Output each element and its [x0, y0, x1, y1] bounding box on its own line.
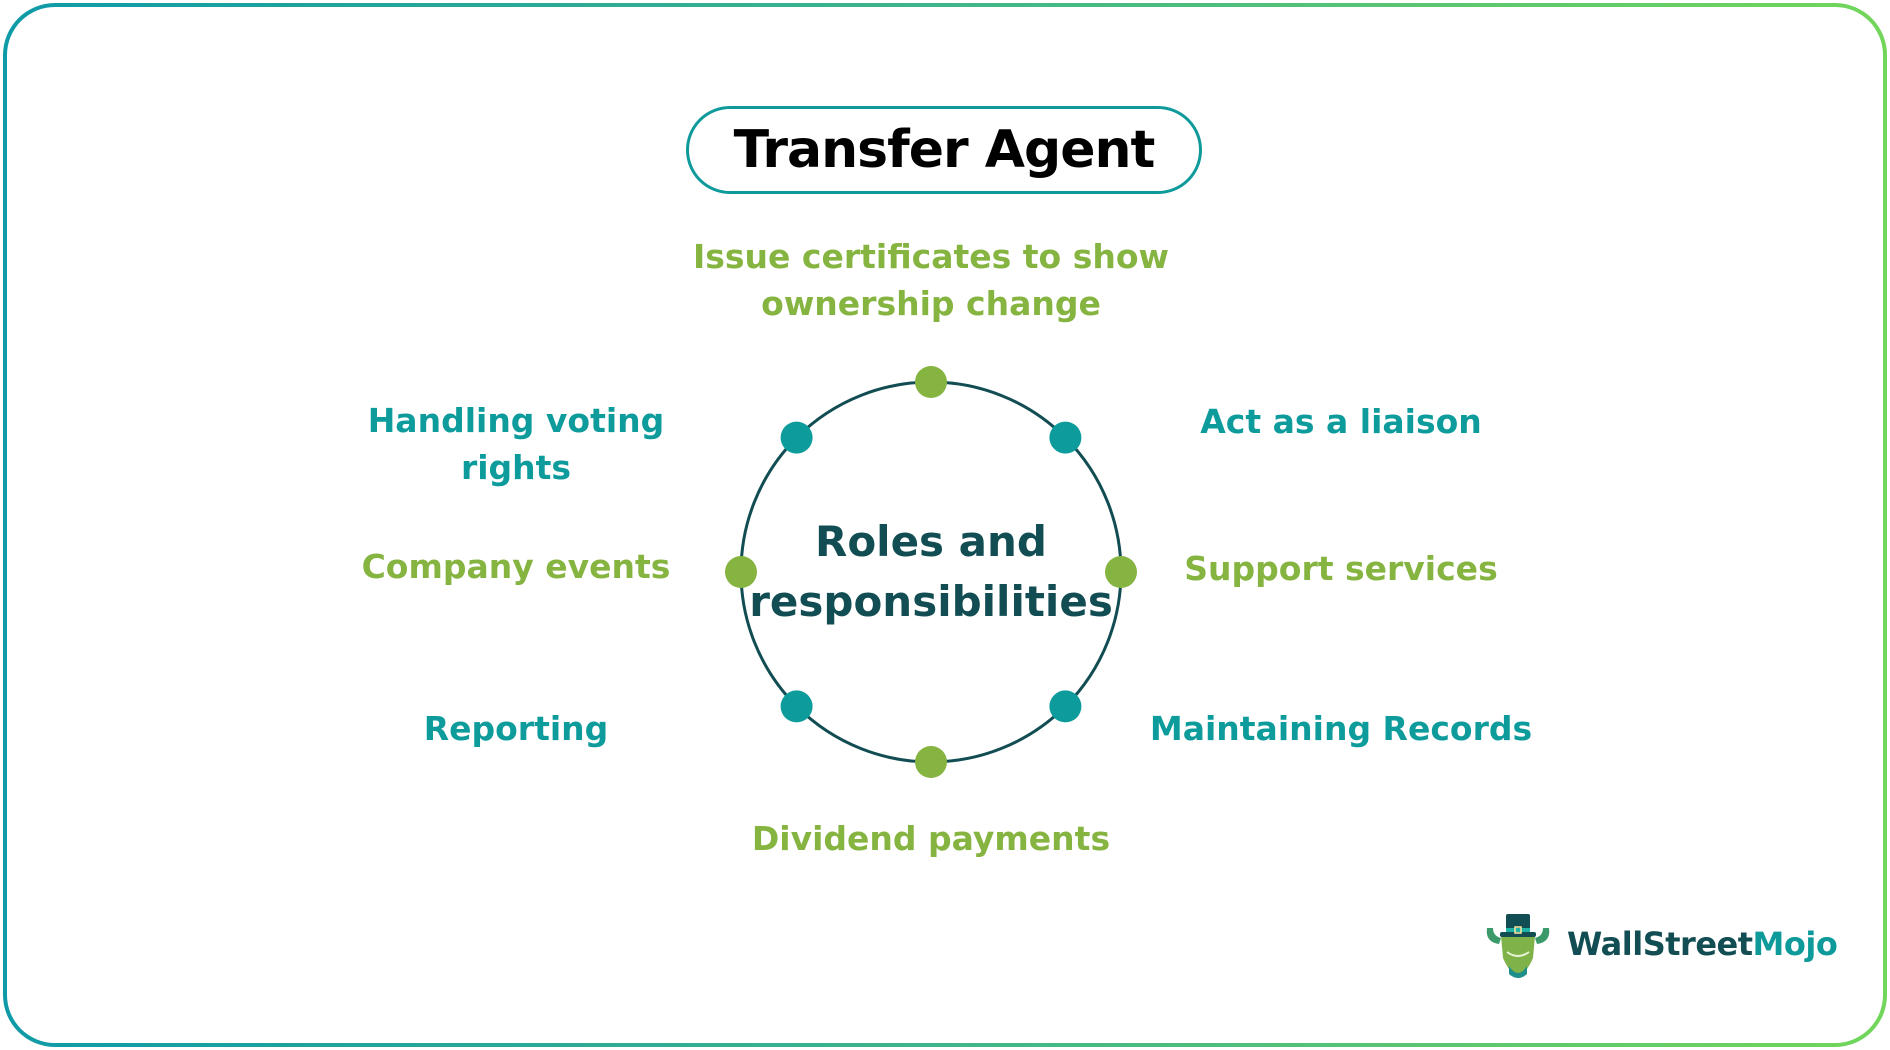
logo-text-wallstreet: WallStreet	[1567, 925, 1753, 963]
role-line: Handling voting	[367, 401, 665, 440]
diagram-title: Transfer Agent	[733, 120, 1156, 180]
center-label-line1: Roles and	[814, 517, 1047, 566]
role-dividend-payments: Dividend payments	[752, 815, 1110, 862]
role-line: Act as a liaison	[1200, 402, 1482, 441]
role-company-events: Company events	[362, 543, 671, 590]
role-line: Reporting	[423, 709, 609, 748]
role-maintaining-records: Maintaining Records	[1150, 705, 1532, 752]
logo-text-mojo: Mojo	[1752, 925, 1838, 963]
role-line: Company events	[361, 547, 671, 586]
role-line: Dividend payments	[751, 819, 1111, 858]
role-line: Support services	[1184, 549, 1498, 588]
bull-with-top-hat-icon	[1486, 914, 1550, 978]
center-label-line2: responsibilities	[749, 577, 1113, 626]
role-issue-certificates: Issue certificates to show ownership cha…	[693, 233, 1169, 327]
center-label: Roles and responsibilities	[749, 512, 1113, 632]
role-reporting: Reporting	[424, 705, 609, 752]
logo-wordmark: WallStreetMojo	[1567, 925, 1838, 963]
role-line: ownership change	[761, 284, 1101, 323]
role-line: rights	[460, 448, 572, 487]
role-support-services: Support services	[1184, 545, 1497, 592]
role-line: Issue certificates to show	[692, 237, 1170, 276]
title-pill: Transfer Agent	[686, 106, 1202, 194]
role-act-as-liaison: Act as a liaison	[1200, 398, 1482, 445]
wallstreetmojo-logo: WallStreetMojo	[1483, 908, 1838, 980]
role-handling-voting-rights: Handling voting rights	[368, 397, 665, 491]
role-line: Maintaining Records	[1149, 709, 1533, 748]
